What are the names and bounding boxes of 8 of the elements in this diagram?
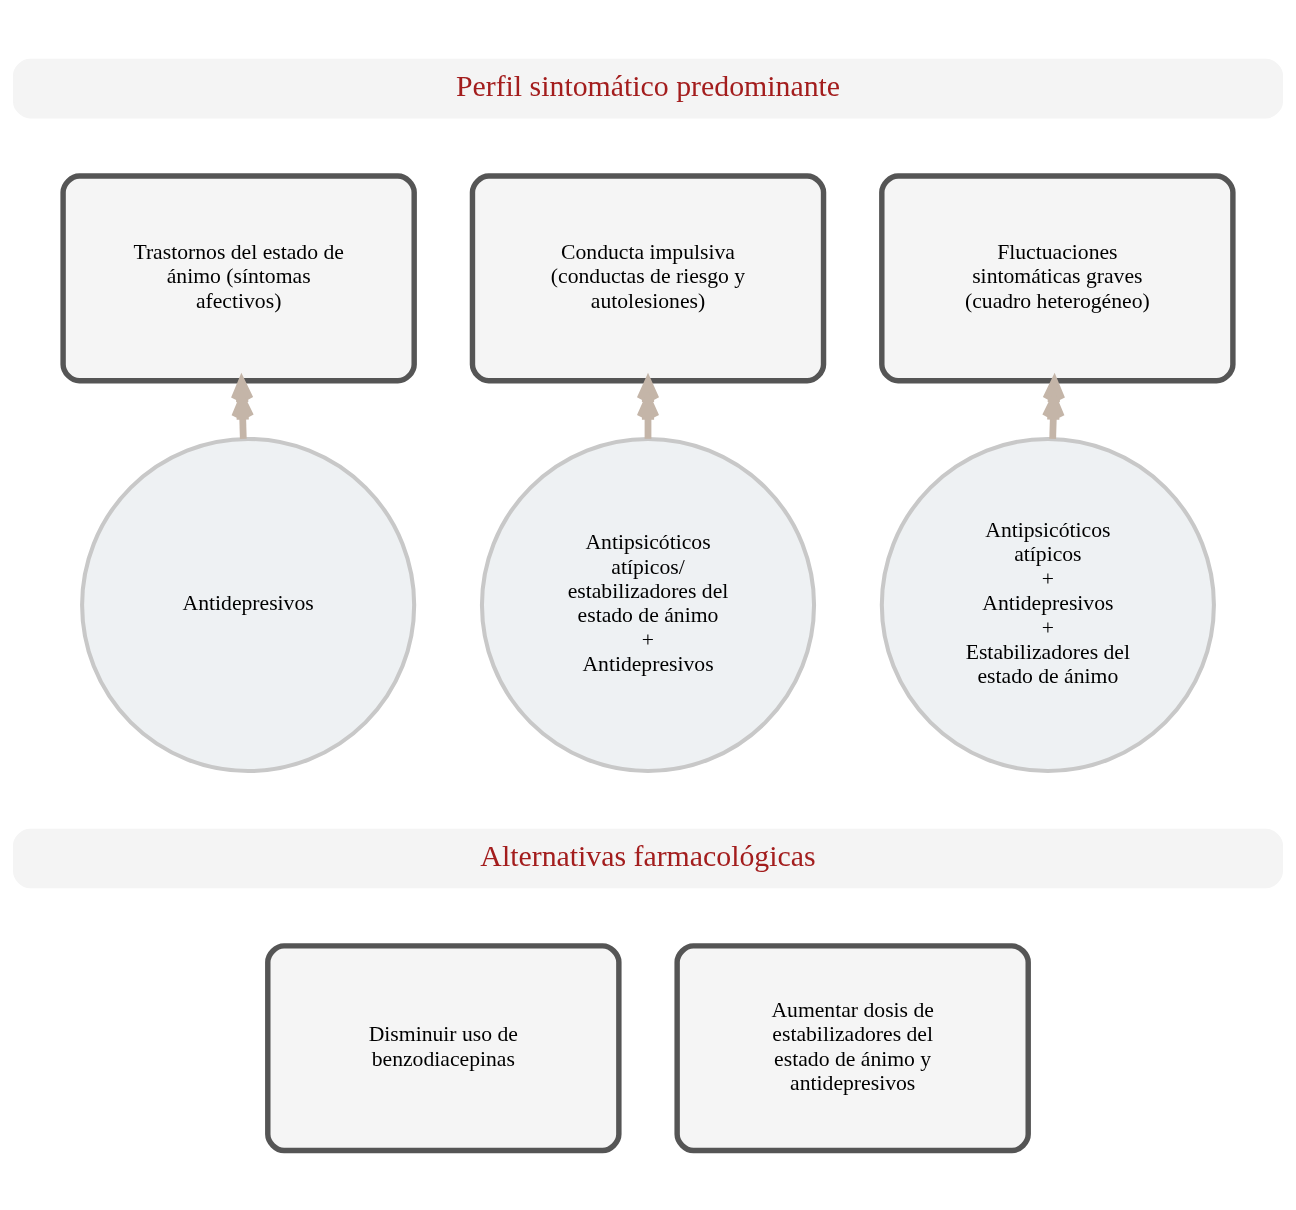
node-box: Disminuir uso de benzodiacepinas <box>265 943 622 1154</box>
node-box: Trastornos del estado de ánimo (síntomas afectivos) <box>60 173 417 384</box>
node-circle: Antidepresivos <box>80 436 417 774</box>
node-box: Aumentar dosis de estabilizadores del estado de ánimo y antidepresivos <box>674 943 1031 1154</box>
node-circle: Antipsicóticos atípicos/ estabilizadores del estado de ánimo + Antidepresivos <box>479 436 817 774</box>
node-box: Fluctuaciones sintomáticas graves (cuadro heterogéneo) <box>879 173 1236 384</box>
node-circle: Antipsicóticos atípicos + Antidepresivos + Estabilizadores del estado de ánimo <box>879 436 1216 774</box>
node-box: Conducta impulsiva (conductas de riesgo y autolesiones) <box>469 173 827 384</box>
